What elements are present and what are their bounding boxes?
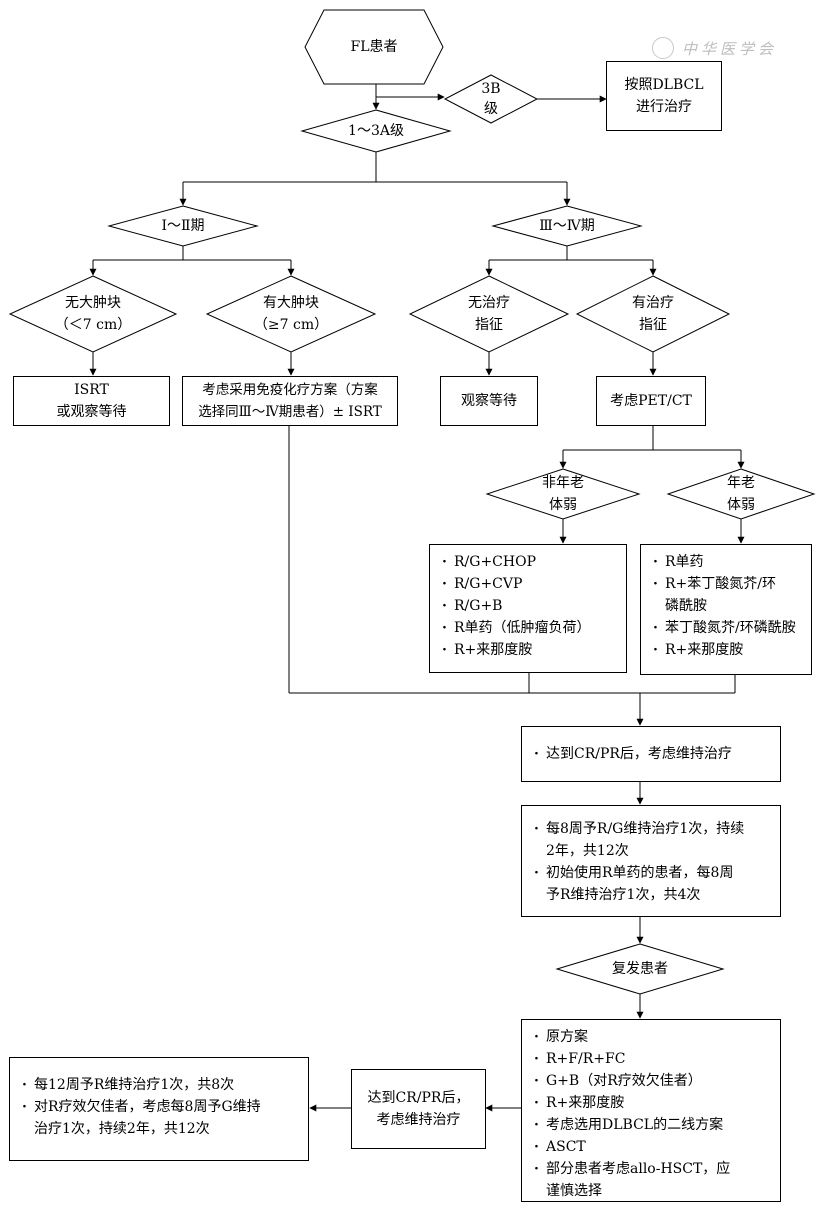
non-elderly-regimens: R/G+CHOP R/G+CVP R/G+B R单药（低肿瘤负荷） R+来那度胺 (429, 544, 627, 673)
relapse-item: G+B（对R疗效欠佳者） (534, 1070, 772, 1092)
final-maintenance-box: 每12周予R维持治疗1次，共8次 对R疗效欠佳者，考虑每8周予G维持 治疗1次，… (9, 1057, 309, 1161)
relapse-options: 原方案 R+F/R+FC G+B（对R疗效欠佳者） R+来那度胺 考虑选用DLB… (521, 1019, 781, 1202)
stage34-node: Ⅲ～Ⅳ期 (539, 218, 595, 234)
start-node: FL患者 (350, 39, 398, 55)
isrt-box: ISRT 或观察等待 (13, 376, 170, 426)
regimen-item: R单药（低肿瘤负荷） (442, 617, 618, 639)
regimen-item: R+苯丁酸氮芥/环 磷酰胺 (653, 573, 803, 617)
elderly-regimens: R单药 R+苯丁酸氮芥/环 磷酰胺 苯丁酸氮芥/环磷酰胺 R+来那度胺 (640, 544, 812, 675)
final-item: 每12周予R维持治疗1次，共8次 (22, 1074, 300, 1096)
watermark-text: 中华医学会 (682, 39, 778, 58)
grade3a-node: 1～3A级 (348, 123, 404, 139)
relapse-item: R+来那度胺 (534, 1092, 772, 1114)
relapse-item: 考虑选用DLBCL的二线方案 (534, 1114, 772, 1136)
relapse-item: 部分患者考虑allo-HSCT，应 谨慎选择 (534, 1158, 772, 1202)
relapse-item: 原方案 (534, 1026, 772, 1048)
immuno-box: 考虑采用免疫化疗方案（方案 选择同Ⅲ～Ⅳ期患者）± ISRT (182, 376, 398, 426)
regimen-item: 苯丁酸氮芥/环磷酰胺 (653, 617, 803, 639)
cr-pr-box-1: 达到CR/PR后，考虑维持治疗 (521, 726, 781, 782)
cr-pr-item: 达到CR/PR后，考虑维持治疗 (534, 743, 772, 765)
non-elderly-node: 非年老 体弱 (542, 475, 584, 513)
start-hexagon-shape (304, 9, 444, 85)
regimen-item: R+来那度胺 (442, 639, 618, 661)
regimen-item: R/G+B (442, 595, 618, 617)
petct-box: 考虑PET/CT (596, 376, 706, 426)
has-indication-node: 有治疗 指征 (632, 295, 674, 333)
watermark-seal-icon (652, 37, 674, 59)
watermark: 中华医学会 (652, 34, 812, 62)
relapse-item: R+F/R+FC (534, 1048, 772, 1070)
maintenance-item: 初始使用R单药的患者，每8周 予R维持治疗1次，共4次 (534, 862, 772, 906)
maintenance-box: 每8周予R/G维持治疗1次，持续 2年，共12次 初始使用R单药的患者，每8周 … (521, 805, 781, 917)
relapse-node: 复发患者 (612, 961, 668, 977)
grade3b-node: 3B 级 (481, 81, 501, 117)
regimen-item: R+来那度胺 (653, 639, 803, 661)
no-indication-node: 无治疗 指征 (468, 295, 510, 333)
maintenance-item: 每8周予R/G维持治疗1次，持续 2年，共12次 (534, 818, 772, 862)
regimen-item: R/G+CHOP (442, 551, 618, 573)
no-mass-node: 无大肿块 （＜7 cm） (54, 295, 132, 333)
cr-pr-box-2: 达到CR/PR后， 考虑维持治疗 (351, 1069, 486, 1149)
final-item: 对R疗效欠佳者，考虑每8周予G维持 治疗1次，持续2年，共12次 (22, 1096, 300, 1140)
has-mass-node: 有大肿块 （≥7 cm） (253, 295, 329, 333)
stage12-node: Ⅰ～Ⅱ期 (161, 218, 205, 234)
regimen-item: R单药 (653, 551, 803, 573)
dlbcl-box: 按照DLBCL 进行治疗 (606, 61, 722, 131)
relapse-item: ASCT (534, 1136, 772, 1158)
regimen-item: R/G+CVP (442, 573, 618, 595)
elderly-node: 年老 体弱 (727, 475, 755, 513)
watch-box: 观察等待 (440, 376, 538, 426)
grade3b-diamond-shape (443, 74, 539, 124)
